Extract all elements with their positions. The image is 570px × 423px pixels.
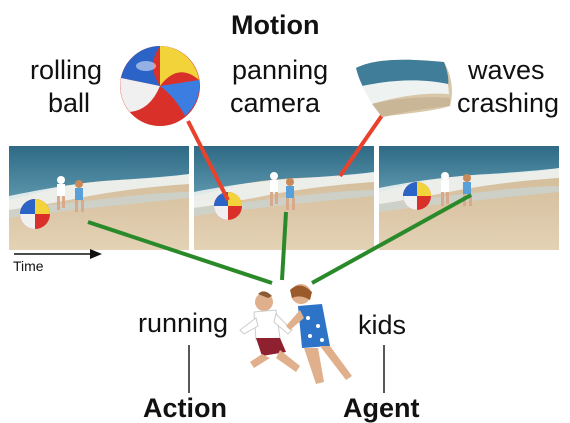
motion-label-waves-line1: waves (468, 55, 545, 85)
video-frame-3 (379, 146, 559, 250)
motion-link-waves (338, 112, 385, 178)
video-frame-2 (194, 146, 374, 250)
agent-word: kids (358, 310, 407, 340)
title-motion: Motion (231, 10, 320, 40)
motion-label-ball-line1: rolling (30, 55, 103, 85)
action-word: running (138, 308, 229, 338)
motion-label-camera-line1: panning (232, 55, 329, 85)
wave-patch-icon (356, 59, 452, 117)
video-frame-1 (9, 146, 189, 250)
running-kids-icon (239, 284, 352, 384)
action-label: Action (143, 393, 227, 423)
time-label: Time (13, 258, 44, 274)
motion-label-waves-line2: crashing (457, 88, 560, 118)
agent-label: Agent (343, 393, 420, 423)
time-arrow-head (90, 249, 102, 259)
content-link-frame-3 (311, 193, 472, 285)
motion-label-camera-line2: camera (230, 88, 321, 118)
content-link-frame-2 (280, 211, 288, 281)
motion-label-ball-line2: ball (48, 88, 91, 118)
motion-link-ball (186, 120, 230, 201)
beach-ball-icon (120, 46, 200, 126)
content-link-frame-1 (87, 220, 273, 285)
